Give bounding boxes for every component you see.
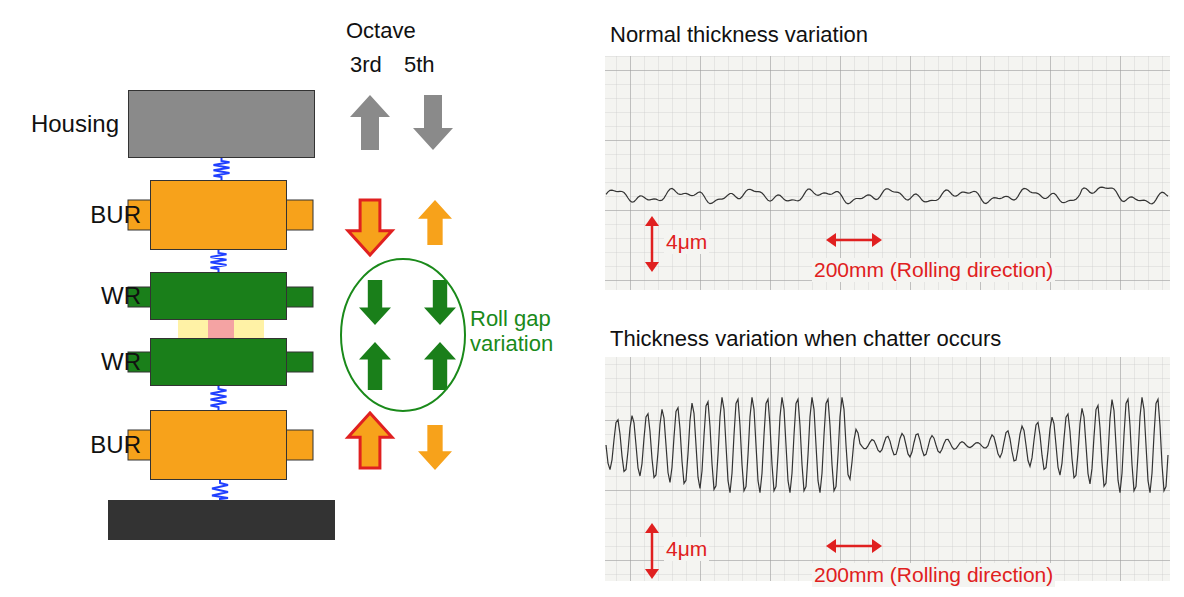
motion-arrows: [348, 95, 456, 470]
spring-connector: [211, 386, 227, 410]
spring-connector: [214, 158, 230, 180]
block-arrow: [418, 425, 452, 470]
chart-paper: [605, 357, 1170, 581]
part-name: WR: [101, 348, 141, 376]
block-arrow: [418, 200, 452, 245]
dimension-label: 200mm (Rolling direction): [812, 563, 1055, 587]
block-arrow: [350, 95, 390, 150]
dimension-label: 4μm: [664, 537, 709, 561]
thickness-trace: [606, 397, 1168, 492]
bite-zone: [208, 320, 234, 338]
chart-title: Thickness variation when chatter occurs: [610, 326, 1001, 351]
part-name: Housing: [31, 110, 119, 138]
work-roll: WR: [150, 338, 287, 386]
work-roll: WR: [150, 272, 287, 320]
dimension-label: 200mm (Rolling direction): [812, 258, 1055, 282]
chart-paper: [605, 56, 1170, 290]
block-arrow: [348, 200, 392, 255]
chart-title: Normal thickness variation: [610, 22, 868, 47]
axis-heading: Octave: [346, 18, 416, 43]
octave-label: 5th: [404, 52, 435, 77]
dimension-label: 4μm: [664, 230, 709, 254]
spring: [212, 480, 228, 500]
block-arrow: [359, 280, 391, 325]
roll-gap-ellipse: [341, 259, 465, 411]
strip: [178, 320, 264, 338]
block-arrow: [359, 342, 391, 390]
part-name: BUR: [90, 201, 141, 229]
roll-gap-label: Roll gap variation: [470, 306, 590, 357]
chart-grid: [605, 56, 1170, 290]
housing-block: Housing: [128, 90, 315, 158]
octave-label: 3rd: [350, 52, 382, 77]
backup-roll: BUR: [150, 410, 287, 480]
chart-grid: [605, 357, 1170, 581]
spring-connector: [211, 250, 227, 272]
base: [108, 500, 335, 540]
part-name: WR: [101, 282, 141, 310]
block-arrow: [413, 95, 453, 150]
block-arrow: [348, 413, 392, 468]
thickness-trace: [606, 187, 1168, 204]
backup-roll: BUR: [150, 180, 287, 250]
part-name: BUR: [90, 431, 141, 459]
